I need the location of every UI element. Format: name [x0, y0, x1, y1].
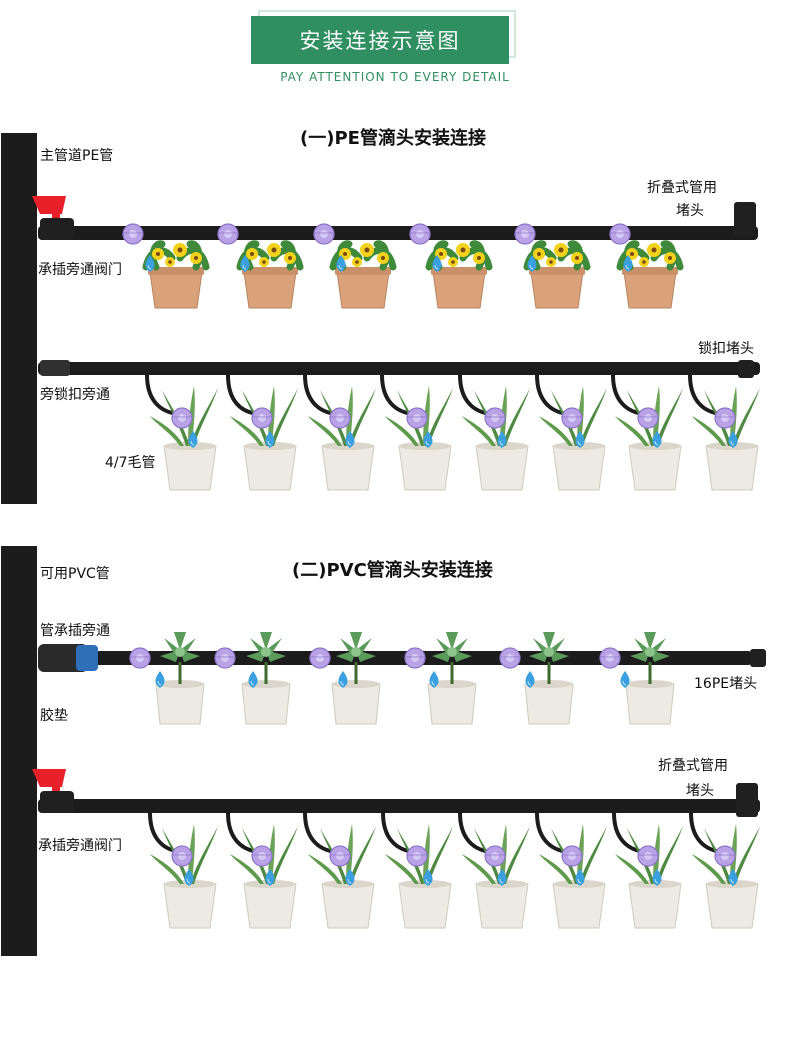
label-fold-cap-1: 折叠式管用 [658, 758, 728, 774]
page-subtitle: PAY ATTENTION TO EVERY DETAIL [280, 70, 510, 84]
label-valve: 承插旁通阀门 [38, 838, 122, 854]
label-socket-tee: 管承插旁通 [40, 623, 110, 639]
label-gasket: 胶垫 [40, 708, 68, 724]
valve-icon [32, 769, 74, 813]
pipe-cap-icon [738, 360, 754, 378]
label-pe-cap: 16PE堵头 [694, 676, 758, 692]
pvc-pipe-row2 [38, 799, 760, 813]
section1-title: (一)PE管滴头安装连接 [300, 128, 486, 149]
label-lock-tee: 旁锁扣旁通 [40, 387, 110, 403]
lock-tee [40, 360, 70, 376]
pipe-cap-icon [750, 649, 766, 667]
pipe-cap-icon [736, 783, 758, 817]
section2-title: (二)PVC管滴头安装连接 [292, 560, 493, 581]
main-pe-pipe [1, 133, 37, 504]
pipe-cap-icon [734, 202, 756, 236]
page-title: 安装连接示意图 [251, 16, 509, 64]
label-fold-cap-2: 堵头 [686, 783, 714, 799]
label-fold-cap-2: 堵头 [676, 203, 704, 219]
label-fold-cap-1: 折叠式管用 [647, 180, 717, 196]
label-lock-cap: 锁扣堵头 [698, 341, 754, 357]
label-main-pipe: 主管道PE管 [40, 148, 114, 164]
pe-pipe-row1 [38, 226, 758, 240]
socket-tee [38, 644, 98, 672]
dripper-row2 [145, 374, 761, 491]
label-pvc-pipe: 可用PVC管 [40, 566, 110, 582]
dripper-row3 [129, 630, 676, 726]
label-capillary: 4/7毛管 [105, 455, 156, 471]
pe-pipe-row2 [38, 362, 760, 375]
valve-icon [32, 196, 74, 240]
main-pvc-pipe [1, 546, 37, 956]
dripper-row4 [148, 812, 761, 929]
label-valve: 承插旁通阀门 [38, 262, 122, 278]
